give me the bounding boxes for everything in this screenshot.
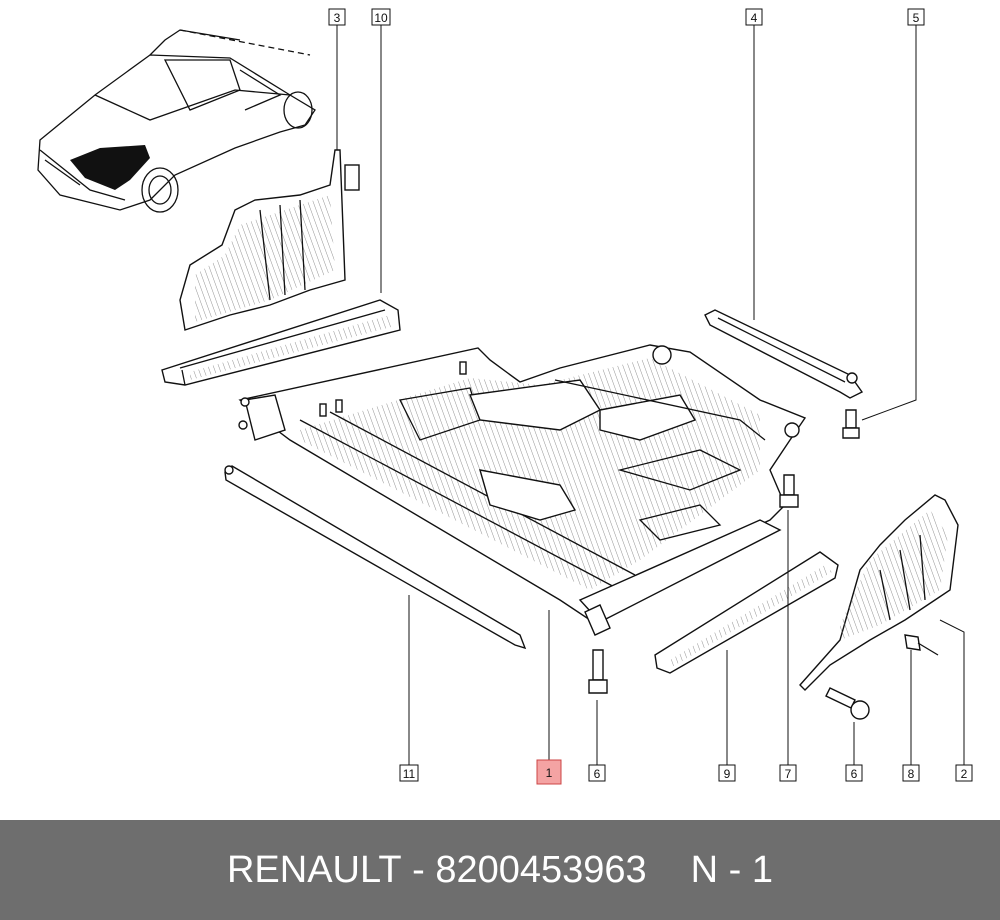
part-7-bolt [779,474,799,508]
part-number: 8200453963 [435,848,647,891]
callout-3-label: 3 [334,11,341,25]
parts-diagram: 3 10 4 5 11 1 6 9 7 6 8 2 [37,8,973,785]
part-3-left-deflector [179,149,360,331]
leader-lines [336,25,965,765]
part-2-right-deflector [799,494,959,691]
callout-6-right: 6 [845,764,863,782]
callout-2-label: 2 [961,767,968,781]
part-info-footer: RENAULT - 8200453963 N - 1 [0,820,1000,920]
callout-10: 10 [371,8,391,26]
callout-9: 9 [718,764,736,782]
brand-name: RENAULT [226,848,402,891]
callout-5-label: 5 [913,11,920,25]
callout-7-label: 7 [785,767,792,781]
callout-4-label: 4 [751,11,758,25]
part-1-engine-undertray [238,344,807,636]
callout-7: 7 [779,764,797,782]
part-5-bolt [842,409,860,439]
callout-4: 4 [745,8,763,26]
part-6-bolt-right [825,687,870,720]
callout-6-right-label: 6 [851,767,858,781]
part-11-long-strap [224,465,527,650]
callout-5: 5 [907,8,925,26]
callout-3: 3 [328,8,346,26]
part-8-clip [904,634,939,656]
callout-2: 2 [955,764,973,782]
part-9-right-rail [654,551,839,674]
callout-8: 8 [902,764,920,782]
callout-11-label: 11 [403,767,416,781]
diagram-position: N - 1 [690,848,774,891]
part-10-left-rail [161,299,401,386]
footer-separator: - [412,848,425,891]
callout-1-label: 1 [546,766,553,780]
part-6-bolt-left [588,649,608,694]
callout-11: 11 [399,764,419,782]
callout-10-label: 10 [374,11,388,25]
callout-8-label: 8 [908,767,915,781]
part-4-right-crossmember [704,309,864,399]
callout-6-left-label: 6 [594,767,601,781]
callout-9-label: 9 [724,767,731,781]
callout-1-highlighted: 1 [536,759,562,785]
callout-6-left: 6 [588,764,606,782]
car-outline-illustration [37,29,316,213]
